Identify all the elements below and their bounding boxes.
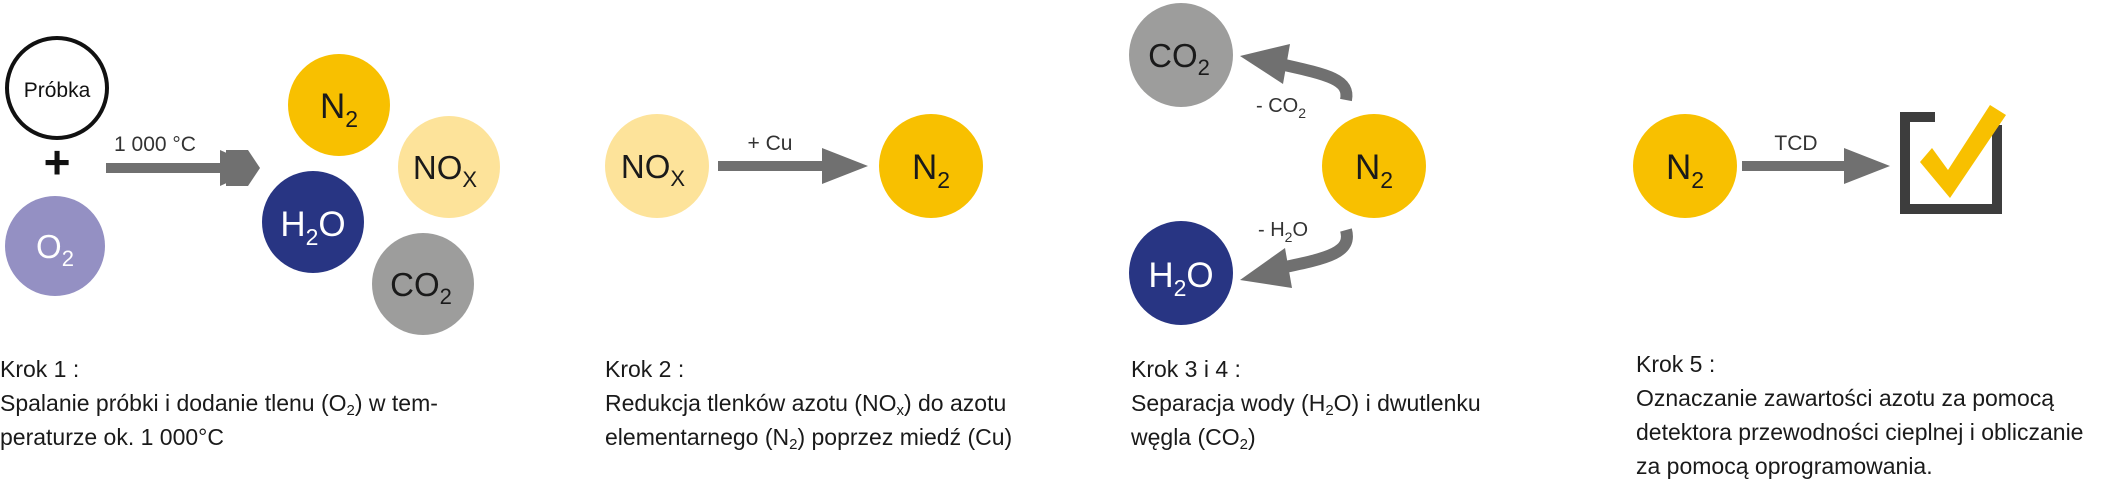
- process-diagram: Próbka + O2 1 000 °C N2 NOX H2O CO2 NOX …: [5, 3, 2006, 335]
- co2-molecule: CO2: [372, 233, 474, 335]
- step-line: Spalanie próbki i dodanie tlenu (O2) w t…: [0, 390, 438, 419]
- arrow-step1: [106, 150, 260, 186]
- arrow-up-co2: [1240, 44, 1353, 102]
- step-line: elementarnego (N2) poprzez miedź (Cu): [605, 424, 1013, 453]
- n2-molecule-step3: N2: [1322, 114, 1426, 218]
- svg-text:N2: N2: [320, 87, 358, 132]
- step-line: Redukcja tlenków azotu (NOx) do azotu: [605, 390, 1007, 419]
- svg-text:N2: N2: [912, 148, 950, 193]
- step-3-4-description: Krok 3 i 4 : Separacja wody (H2O) i dwut…: [1131, 352, 1551, 454]
- arrow-step5: [1742, 148, 1890, 184]
- svg-text:CO2: CO2: [390, 266, 452, 309]
- h2o-molecule: H2O: [262, 171, 364, 273]
- nox-molecule: NOX: [398, 116, 500, 218]
- svg-text:NOX: NOX: [413, 149, 478, 192]
- step-line: peraturze ok. 1 000°C: [0, 424, 224, 450]
- arrow-label-temperature: 1 000 °C: [114, 133, 196, 156]
- svg-text:Próbka: Próbka: [24, 79, 91, 102]
- step-line: za pomocą oprogramowania.: [1636, 453, 1933, 479]
- n2-molecule: N2: [288, 54, 390, 156]
- h2o-molecule-step4: H2O: [1129, 221, 1233, 325]
- step-title: Krok 1 :: [0, 356, 80, 382]
- co2-molecule-step3: CO2: [1129, 3, 1233, 107]
- arrow-down-h2o: [1240, 228, 1353, 288]
- arrow-label-tcd: TCD: [1774, 132, 1817, 155]
- checkbox-check-icon: [1900, 105, 2006, 214]
- arrow-label-minus-h2o: - H2O: [1258, 219, 1308, 245]
- nox-molecule-step2: NOX: [605, 114, 709, 218]
- arrow-label-copper: + Cu: [748, 132, 793, 155]
- o2-molecule: O2: [5, 196, 105, 296]
- arrow-step2: [718, 148, 868, 184]
- arrow-label-minus-co2: - CO2: [1256, 95, 1306, 121]
- step-5-description: Krok 5 : Oznaczanie zawartości azotu za …: [1636, 347, 2116, 483]
- n2-molecule-step5: N2: [1633, 114, 1737, 218]
- svg-text:H2O: H2O: [280, 205, 345, 250]
- svg-text:N2: N2: [1666, 148, 1704, 193]
- plus-sign: +: [44, 136, 71, 188]
- step-line: detektora przewodności cieplnej i oblicz…: [1636, 419, 2084, 445]
- step-title: Krok 3 i 4 :: [1131, 356, 1241, 382]
- step-1-description: Krok 1 : Spalanie próbki i dodanie tlenu…: [0, 352, 470, 454]
- step-2-description: Krok 2 : Redukcja tlenków azotu (NOx) do…: [605, 352, 1075, 454]
- svg-text:N2: N2: [1355, 148, 1393, 193]
- step-line: Oznaczanie zawartości azotu za pomocą: [1636, 385, 2055, 411]
- step-title: Krok 2 :: [605, 356, 685, 382]
- n2-molecule-step2: N2: [879, 114, 983, 218]
- svg-text:H2O: H2O: [1148, 256, 1213, 301]
- svg-text:O2: O2: [36, 228, 74, 271]
- svg-text:CO2: CO2: [1148, 37, 1210, 80]
- step-line: węgla (CO2): [1131, 424, 1256, 453]
- svg-text:NOX: NOX: [621, 148, 686, 191]
- step-title: Krok 5 :: [1636, 351, 1716, 377]
- sample-circle: Próbka: [5, 36, 109, 140]
- step-line: Separacja wody (H2O) i dwutlenku: [1131, 390, 1481, 419]
